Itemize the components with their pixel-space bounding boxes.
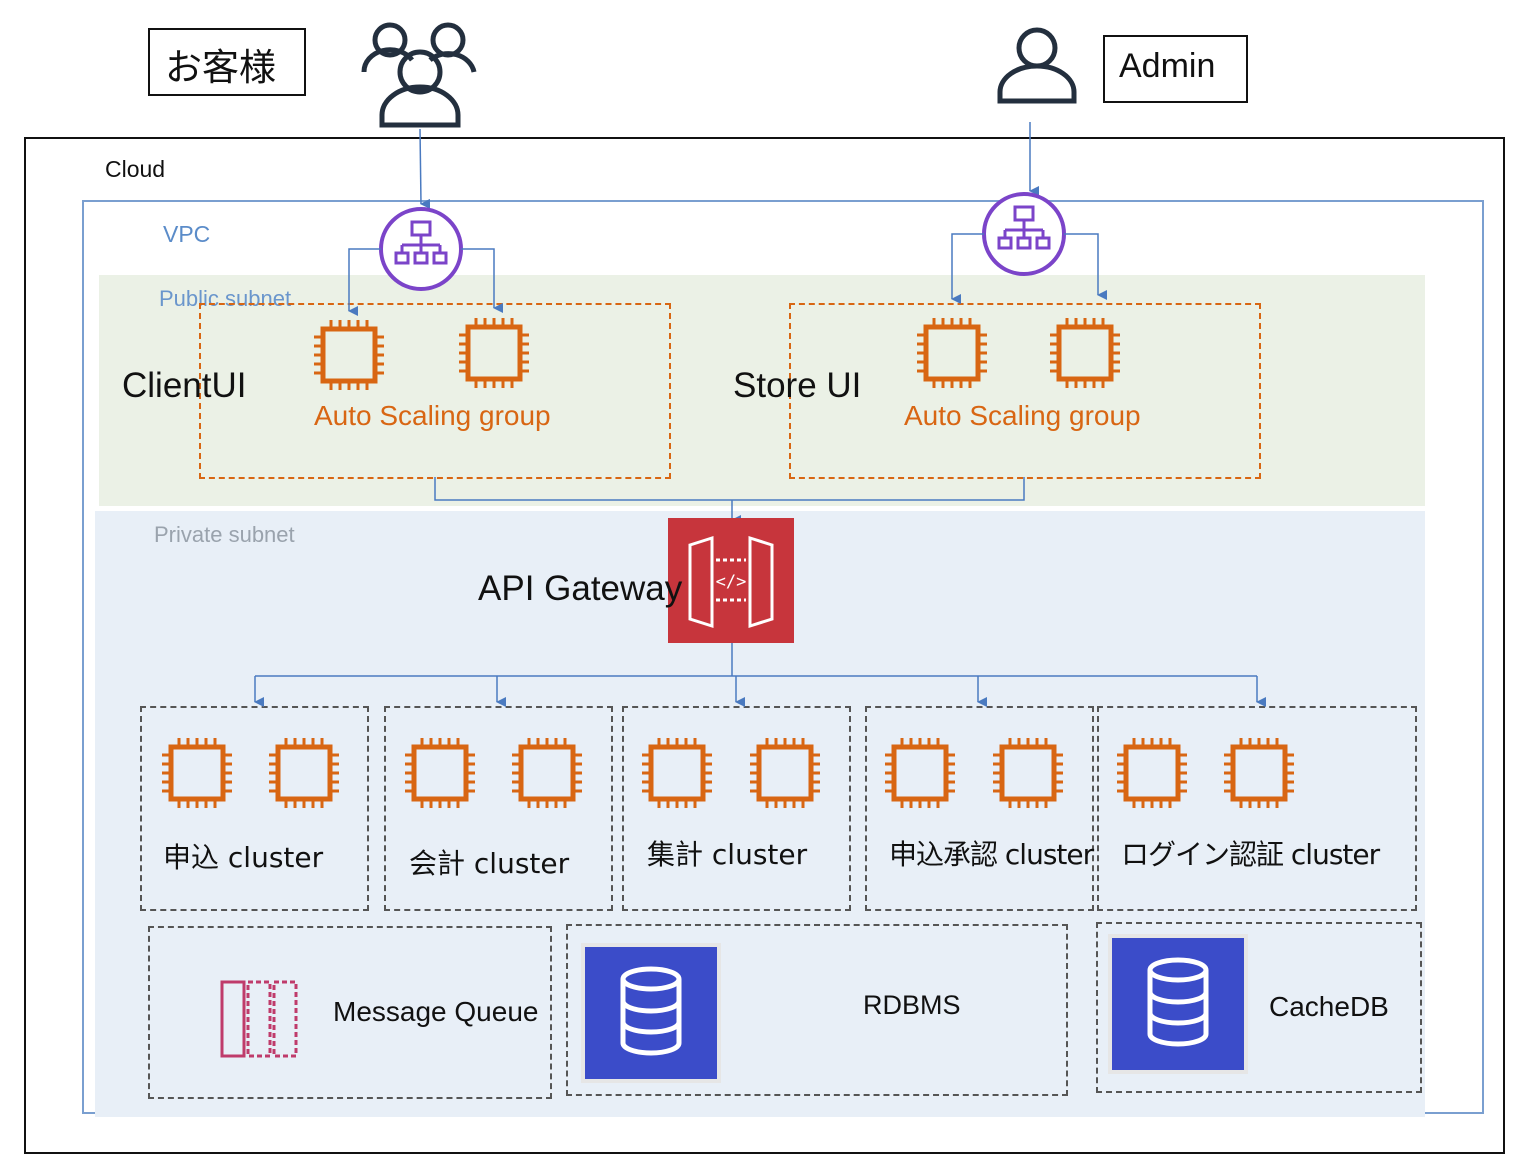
api-gateway-icon: </> <box>668 518 794 643</box>
ec2-instance-icon <box>1224 738 1294 808</box>
asg-client-label: Auto Scaling group <box>314 400 551 431</box>
cluster-box-5 <box>1097 706 1417 911</box>
ec2-instance-icon <box>269 738 339 808</box>
private-subnet-label: Private subnet <box>154 522 295 547</box>
api-gateway-label: API Gateway <box>478 569 683 608</box>
admin-label-box <box>1103 35 1248 103</box>
asg-store-box <box>789 303 1261 479</box>
ec2-instance-icon <box>917 318 987 388</box>
public-subnet-label: Public subnet <box>159 286 292 311</box>
cluster-box-2 <box>384 706 613 911</box>
client-ui-label: ClientUI <box>122 366 247 405</box>
rdbms-box <box>566 924 1068 1096</box>
ec2-instance-icon <box>1117 738 1187 808</box>
ec2-instance-icon <box>459 318 529 388</box>
ec2-instance-icon <box>405 738 475 808</box>
load-balancer-icon <box>379 207 463 291</box>
public-subnet <box>99 275 1425 506</box>
database-icon <box>1110 936 1246 1072</box>
cluster-label-1: 申込 cluster <box>163 841 324 874</box>
cluster-box-3 <box>622 706 851 911</box>
user-icon <box>997 27 1077 104</box>
message-queue-icon <box>220 980 298 1058</box>
asg-store-label: Auto Scaling group <box>904 400 1141 431</box>
cluster-label-4: 申込承認 cluster <box>889 838 1094 871</box>
vpc-label: VPC <box>163 221 211 247</box>
ec2-instance-icon <box>512 738 582 808</box>
cluster-label-2: 会計 cluster <box>409 847 570 880</box>
ec2-instance-icon <box>750 738 820 808</box>
ec2-instance-icon <box>314 320 384 390</box>
ec2-instance-icon <box>162 738 232 808</box>
cluster-label-3: 集計 cluster <box>647 838 808 871</box>
cloud-label: Cloud <box>105 156 166 182</box>
users-group-icon <box>361 22 477 128</box>
message-queue-box <box>148 926 552 1099</box>
ec2-instance-icon <box>993 738 1063 808</box>
database-icon <box>583 945 719 1081</box>
svg-text:</>: </> <box>716 572 747 592</box>
cluster-box-4 <box>865 706 1094 911</box>
message-queue-label: Message Queue <box>333 996 539 1027</box>
store-ui-label: Store UI <box>733 366 862 405</box>
admin-label: Admin <box>1119 47 1216 85</box>
rdbms-label: RDBMS <box>863 990 961 1020</box>
cachedb-box <box>1096 922 1422 1093</box>
ec2-instance-icon <box>1050 318 1120 388</box>
ec2-instance-icon <box>885 738 955 808</box>
cachedb-label: CacheDB <box>1269 991 1389 1022</box>
customer-label-box <box>148 28 306 96</box>
cluster-box-1 <box>140 706 369 911</box>
cluster-label-5: ログイン認証 cluster <box>1121 838 1380 871</box>
cloud-boundary <box>24 137 1505 1154</box>
customer-label: お客様 <box>165 46 276 89</box>
load-balancer-icon <box>982 192 1066 276</box>
ec2-instance-icon <box>642 738 712 808</box>
